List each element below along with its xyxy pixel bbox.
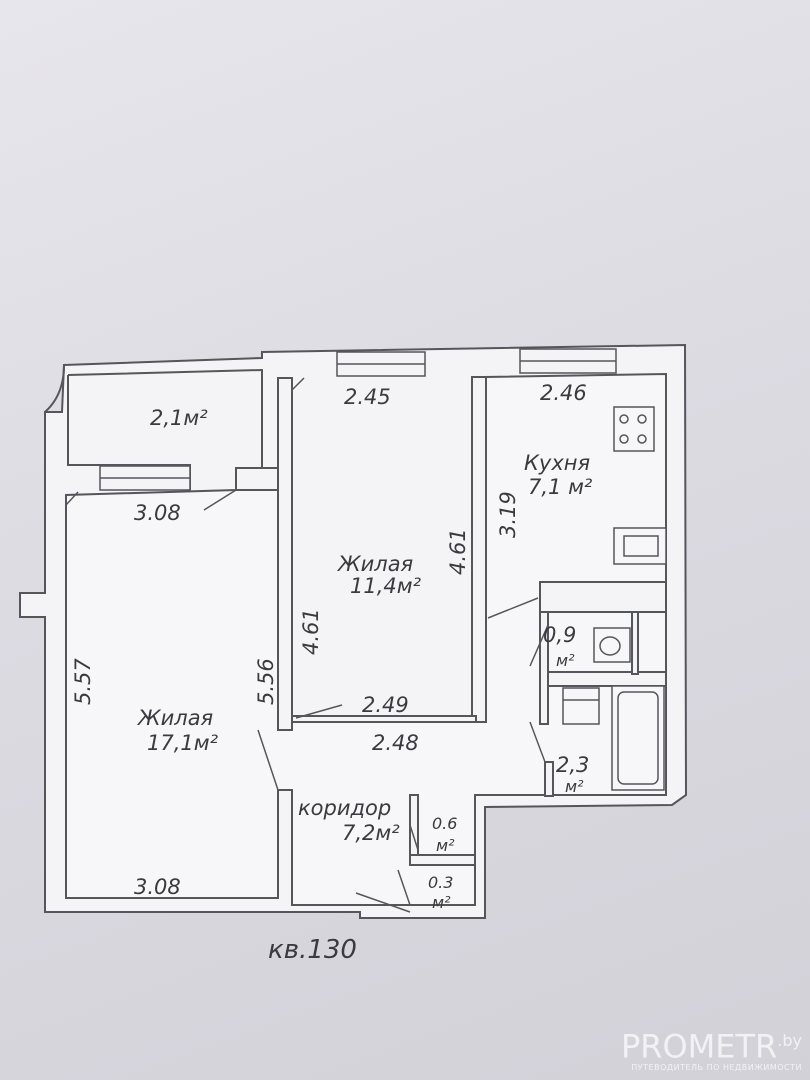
dim-living-large-top: 3.08 bbox=[134, 501, 181, 525]
stove-icon bbox=[613, 406, 655, 452]
wc-area: 0,9 bbox=[543, 623, 576, 647]
kitchen-area: 7,1 м² bbox=[528, 475, 593, 499]
window-balcony bbox=[99, 465, 191, 491]
watermark-tagline: ПУТЕВОДИТЕЛЬ ПО НЕДВИЖИМОСТИ bbox=[631, 1063, 802, 1072]
toilet-icon bbox=[593, 627, 631, 663]
window-living-small bbox=[336, 351, 426, 377]
wall-living-small-bottom bbox=[291, 715, 477, 723]
wall-closet-mid bbox=[409, 854, 476, 866]
dim-living-large-left: 5.57 bbox=[71, 658, 95, 705]
watermark-brand-a: PRO bbox=[620, 1028, 688, 1066]
balcony-arc bbox=[44, 364, 65, 413]
kitchen-name: Кухня bbox=[524, 451, 590, 475]
wall-wc-left bbox=[539, 611, 549, 725]
bathtub-icon bbox=[611, 685, 665, 791]
living-large-name: Жилая bbox=[136, 706, 213, 730]
wall-kitchen-partition bbox=[471, 376, 487, 723]
closet-2-area: 0.3 bbox=[428, 873, 453, 892]
apartment-label: кв.130 bbox=[268, 935, 357, 965]
dim-living-small-left: 4.61 bbox=[299, 608, 323, 655]
bath-area: 2,3 bbox=[556, 753, 589, 777]
closet-1-unit: м² bbox=[436, 836, 455, 855]
sink-icon bbox=[613, 527, 667, 565]
dim-corridor-top: 2.48 bbox=[372, 731, 419, 755]
dim-kitchen-left: 3.19 bbox=[496, 491, 520, 538]
living-small-name: Жилая bbox=[336, 552, 413, 576]
corridor-name: коридор bbox=[298, 796, 391, 820]
balcony-area: 2,1м² bbox=[150, 406, 208, 430]
window-kitchen bbox=[519, 348, 617, 374]
washbasin-icon bbox=[562, 687, 600, 725]
dim-kitchen-top: 2.46 bbox=[540, 381, 587, 405]
dim-living-small-right: 4.61 bbox=[446, 528, 470, 575]
wc-unit: м² bbox=[556, 651, 575, 670]
wall-wc-bath bbox=[547, 671, 667, 687]
watermark-brand-c: .by bbox=[777, 1031, 802, 1051]
dim-living-small-top: 2.45 bbox=[344, 385, 391, 409]
living-small-area: 11,4м² bbox=[350, 574, 422, 598]
bath-unit: м² bbox=[565, 777, 584, 796]
door-swings bbox=[65, 377, 549, 913]
watermark-brand-b: METR bbox=[687, 1028, 778, 1066]
wall-stub bbox=[235, 467, 279, 491]
dim-living-large-bottom: 3.08 bbox=[134, 875, 181, 899]
wall-living-partition bbox=[277, 377, 293, 731]
watermark-logo: PROMETR.by ПУТЕВОДИТЕЛЬ ПО НЕДВИЖИМОСТИ bbox=[621, 1025, 802, 1072]
closet-1-area: 0.6 bbox=[432, 814, 457, 833]
corridor-area: 7,2м² bbox=[342, 821, 400, 845]
wall-bath-door bbox=[544, 761, 554, 797]
wall-kitchen-bath bbox=[539, 581, 667, 613]
closet-2-unit: м² bbox=[432, 893, 451, 912]
dim-living-small-bottom: 2.49 bbox=[362, 693, 409, 717]
wall-wc-right bbox=[631, 611, 639, 675]
dim-living-large-right: 5.56 bbox=[254, 658, 278, 705]
living-large-area: 17,1м² bbox=[147, 731, 219, 755]
